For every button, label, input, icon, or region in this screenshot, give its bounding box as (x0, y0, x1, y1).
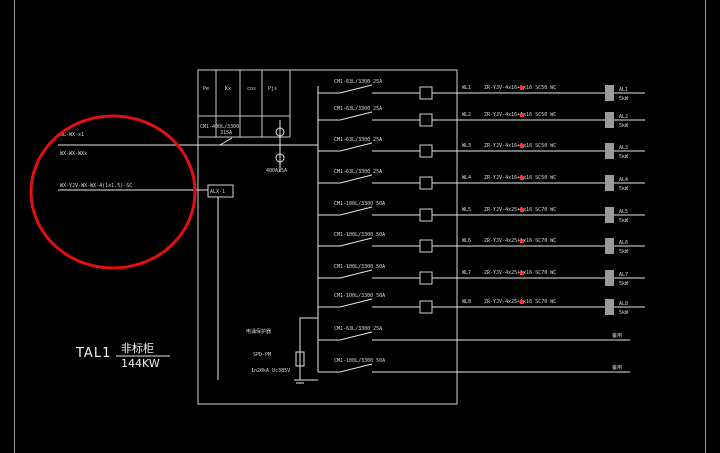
circuit-breaker-label: CM1-100L/3300 50A (334, 232, 385, 238)
highlight-circle (29, 114, 197, 270)
circuit-breaker-label: CM1-63L/3300 25A (334, 79, 382, 85)
incoming-line1: WL-WX-x1 (60, 132, 84, 138)
red-mark (520, 271, 524, 275)
header-value-0: Pe (203, 86, 209, 92)
circuit-load-kw: 5kW (619, 310, 629, 316)
incoming-breaker-label: ALX-1 (210, 189, 225, 195)
circuit-id: WL1 (462, 85, 471, 91)
header-grid (198, 70, 291, 138)
panel-name-left: TAL1 (76, 346, 112, 361)
circuit-breaker-label: CM1-100L/3300 50A (334, 293, 385, 299)
main-switch (219, 120, 290, 172)
circuit-breaker-label: CM1-63L/3300 25A (334, 326, 382, 332)
circuit-row: CM1-100L/3300 50A 备用 (318, 358, 630, 373)
circuit-load-kw: 5kW (619, 281, 629, 287)
load-terminal (605, 85, 614, 101)
circuit-breaker-label: CM1-63L/3300 25A (334, 106, 382, 112)
surge-label1: 电涌保护器 (246, 328, 271, 335)
main-breaker-rating: 315A (220, 130, 232, 136)
header-value-2: cos (247, 86, 256, 92)
incoming-cable: WX-YJV-WX-WX-4(1x1.5)-SC (60, 183, 132, 189)
circuit-load: AL4 (619, 177, 628, 183)
circuit-load: AL7 (619, 272, 628, 278)
circuit-load: AL8 (619, 301, 628, 307)
circuit-breaker-label: CM1-100L/3300 50A (334, 358, 385, 364)
load-terminal (605, 299, 614, 315)
viewport-border-left (14, 0, 15, 453)
red-mark (520, 113, 524, 117)
circuit-breaker-label: CM1-100L/3300 50A (334, 264, 385, 270)
red-mark (520, 144, 524, 148)
meter-label: 400A/5A (266, 168, 287, 174)
circuit-id: WL6 (462, 238, 471, 244)
circuit-id: WL8 (462, 299, 471, 305)
circuit-load-kw: 5kW (619, 96, 629, 102)
load-terminal (605, 238, 614, 254)
circuit-id: WL2 (462, 112, 471, 118)
circuit-load-kw: 5kW (619, 123, 629, 129)
load-terminal (605, 175, 614, 191)
header-value-1: Kx (225, 86, 231, 92)
header-value-3: Pjs (268, 86, 277, 92)
circuit-breaker-label: CM1-63L/3300 25A (334, 137, 382, 143)
circuit-id: WL4 (462, 175, 471, 181)
surge-label2: SPD-PM (253, 352, 271, 358)
viewport-border-right (705, 0, 706, 453)
main-breaker-model: CM1-400L/3300 (200, 124, 239, 130)
circuit-load: 备用 (612, 364, 622, 371)
circuit-load-kw: 5kW (619, 186, 629, 192)
circuit-load: AL1 (619, 87, 628, 93)
circuit-load-kw: 5kW (619, 218, 629, 224)
circuit-load: AL3 (619, 145, 628, 151)
circuit-id: WL5 (462, 207, 471, 213)
panel-outline (197, 69, 458, 405)
circuit-id: WL7 (462, 270, 471, 276)
circuit-id: WL3 (462, 143, 471, 149)
load-terminal (605, 112, 614, 128)
header-texts: Pe Kx cos Pjs (203, 86, 277, 92)
red-mark (520, 239, 524, 243)
incoming-breaker-box (207, 184, 234, 198)
panel-name-bottom: 144KW (121, 357, 160, 370)
red-mark (520, 86, 524, 90)
surge-protector (294, 317, 318, 384)
circuit-load-kw: 5kW (619, 154, 629, 160)
circuit-breaker-label: CM1-63L/3300 25A (334, 169, 382, 175)
incoming-line2: WX-WX-WXx (60, 151, 87, 157)
panel-name-top: 非标柜 (121, 342, 154, 355)
circuit-load: AL6 (619, 240, 628, 246)
red-mark (520, 300, 524, 304)
surge-label3: In20kA Uc385V (251, 368, 290, 374)
circuit-load: AL2 (619, 114, 628, 120)
circuit-load: 备用 (612, 332, 622, 339)
circuit-breaker-label: CM1-100L/3300 50A (334, 201, 385, 207)
red-mark (520, 176, 524, 180)
circuit-load: AL5 (619, 209, 628, 215)
load-terminal (605, 143, 614, 159)
load-terminal (605, 207, 614, 223)
circuit-load-kw: 5kW (619, 249, 629, 255)
load-terminal (605, 270, 614, 286)
circuit-row: CM1-63L/3300 25A 备用 (318, 326, 630, 341)
red-mark (520, 208, 524, 212)
